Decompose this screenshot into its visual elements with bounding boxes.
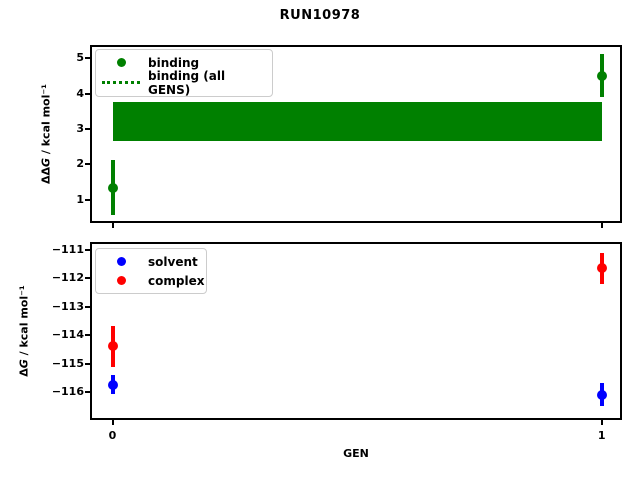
bottom-legend: solvent complex — [95, 248, 207, 294]
y-tick — [85, 163, 90, 166]
x-tick-label: 0 — [108, 429, 117, 442]
ylabel-delta: ΔΔ — [39, 166, 53, 185]
y-tick — [85, 128, 90, 131]
top-y-axis-label: ΔΔG / kcal mol⁻¹ — [40, 84, 53, 184]
y-tick — [85, 92, 90, 95]
y-tick — [85, 334, 90, 337]
legend-item-complex: complex — [102, 271, 204, 290]
y-tick — [85, 57, 90, 60]
marker-binding-gen1 — [596, 70, 607, 81]
band-binding-all-gens- — [112, 102, 602, 142]
y-tick-label: 4 — [76, 86, 84, 100]
legend-symbol-cell — [102, 257, 140, 266]
y-tick-label: −114 — [51, 328, 84, 342]
x-tick — [111, 420, 114, 425]
y-tick-label: 1 — [76, 192, 84, 206]
x-tick — [600, 420, 603, 425]
ylabel-units: / kcal mol⁻¹ — [17, 285, 31, 360]
y-tick-label: −116 — [51, 384, 84, 398]
legend-item-binding-all-gens: binding (all GENS) — [102, 69, 264, 97]
x-tick — [600, 223, 603, 228]
binding-all-gens-dotted-line-icon — [102, 81, 140, 84]
complex-dot-icon — [116, 276, 126, 285]
y-tick-label: −115 — [51, 356, 84, 370]
top-axes-frame — [90, 45, 622, 223]
marker-complex-gen1 — [596, 263, 607, 274]
y-tick-label: 2 — [76, 157, 84, 171]
legend-label-solvent: solvent — [148, 254, 198, 269]
y-tick — [85, 277, 90, 280]
x-tick-label: 1 — [597, 429, 606, 442]
legend-item-binding: binding — [102, 53, 264, 72]
ylabel-delta: Δ — [17, 368, 31, 377]
y-tick — [85, 305, 90, 308]
bottom-y-axis-label: ΔG / kcal mol⁻¹ — [18, 285, 31, 377]
y-tick — [85, 390, 90, 393]
ylabel-units: / kcal mol⁻¹ — [39, 83, 53, 158]
y-tick — [85, 248, 90, 251]
legend-symbol-cell — [102, 58, 140, 67]
marker-complex-gen0 — [107, 341, 118, 352]
ylabel-g: G — [17, 359, 31, 369]
y-tick-label: 3 — [76, 122, 84, 136]
marker-solvent-gen0 — [107, 379, 118, 390]
legend-label-binding-all-gens: binding (all GENS) — [148, 68, 226, 97]
solvent-dot-icon — [116, 257, 126, 266]
legend-symbol-cell — [102, 276, 140, 285]
bottom-axes-frame — [90, 242, 622, 420]
marker-solvent-gen1 — [596, 389, 607, 400]
y-tick-label: −111 — [51, 242, 84, 256]
legend-symbol-cell — [102, 81, 140, 84]
marker-binding-gen0 — [107, 182, 118, 193]
y-tick-label: −113 — [51, 299, 84, 313]
y-tick — [85, 198, 90, 201]
binding-dot-icon — [116, 58, 126, 67]
legend-label-complex: complex — [148, 273, 205, 288]
top-legend: binding binding (all GENS) — [95, 49, 273, 97]
y-tick — [85, 362, 90, 365]
x-tick — [111, 223, 114, 228]
legend-label-binding: binding — [148, 55, 200, 70]
figure-title: RUN10978 — [279, 8, 361, 23]
legend-item-solvent: solvent — [102, 252, 198, 271]
x-axis-label: GEN — [343, 447, 369, 460]
y-tick-label: −112 — [51, 271, 84, 285]
y-tick-label: 5 — [76, 51, 84, 65]
ylabel-g: G — [39, 157, 53, 167]
